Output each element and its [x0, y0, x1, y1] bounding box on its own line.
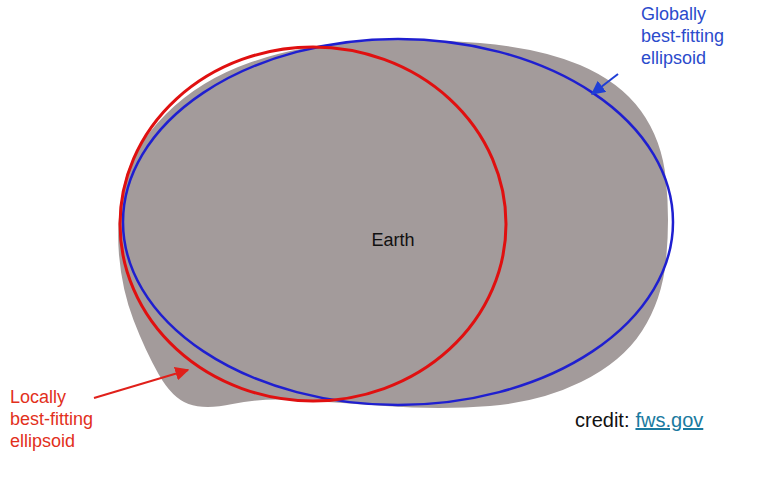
ellipsoid-label: Locally best-fitting ellipsoid: [10, 386, 102, 452]
credit-label: credit:: [575, 408, 629, 432]
global-ellipsoid: [123, 39, 673, 405]
leader-arrow: [94, 370, 188, 398]
region-name: Earth: [371, 229, 414, 251]
ellipsoid-label: Globally best-fitting ellipsoid: [641, 3, 733, 69]
leader-arrow: [592, 74, 618, 94]
local-ellipsoid: [120, 47, 506, 401]
credit-link: fws.gov: [635, 408, 703, 432]
